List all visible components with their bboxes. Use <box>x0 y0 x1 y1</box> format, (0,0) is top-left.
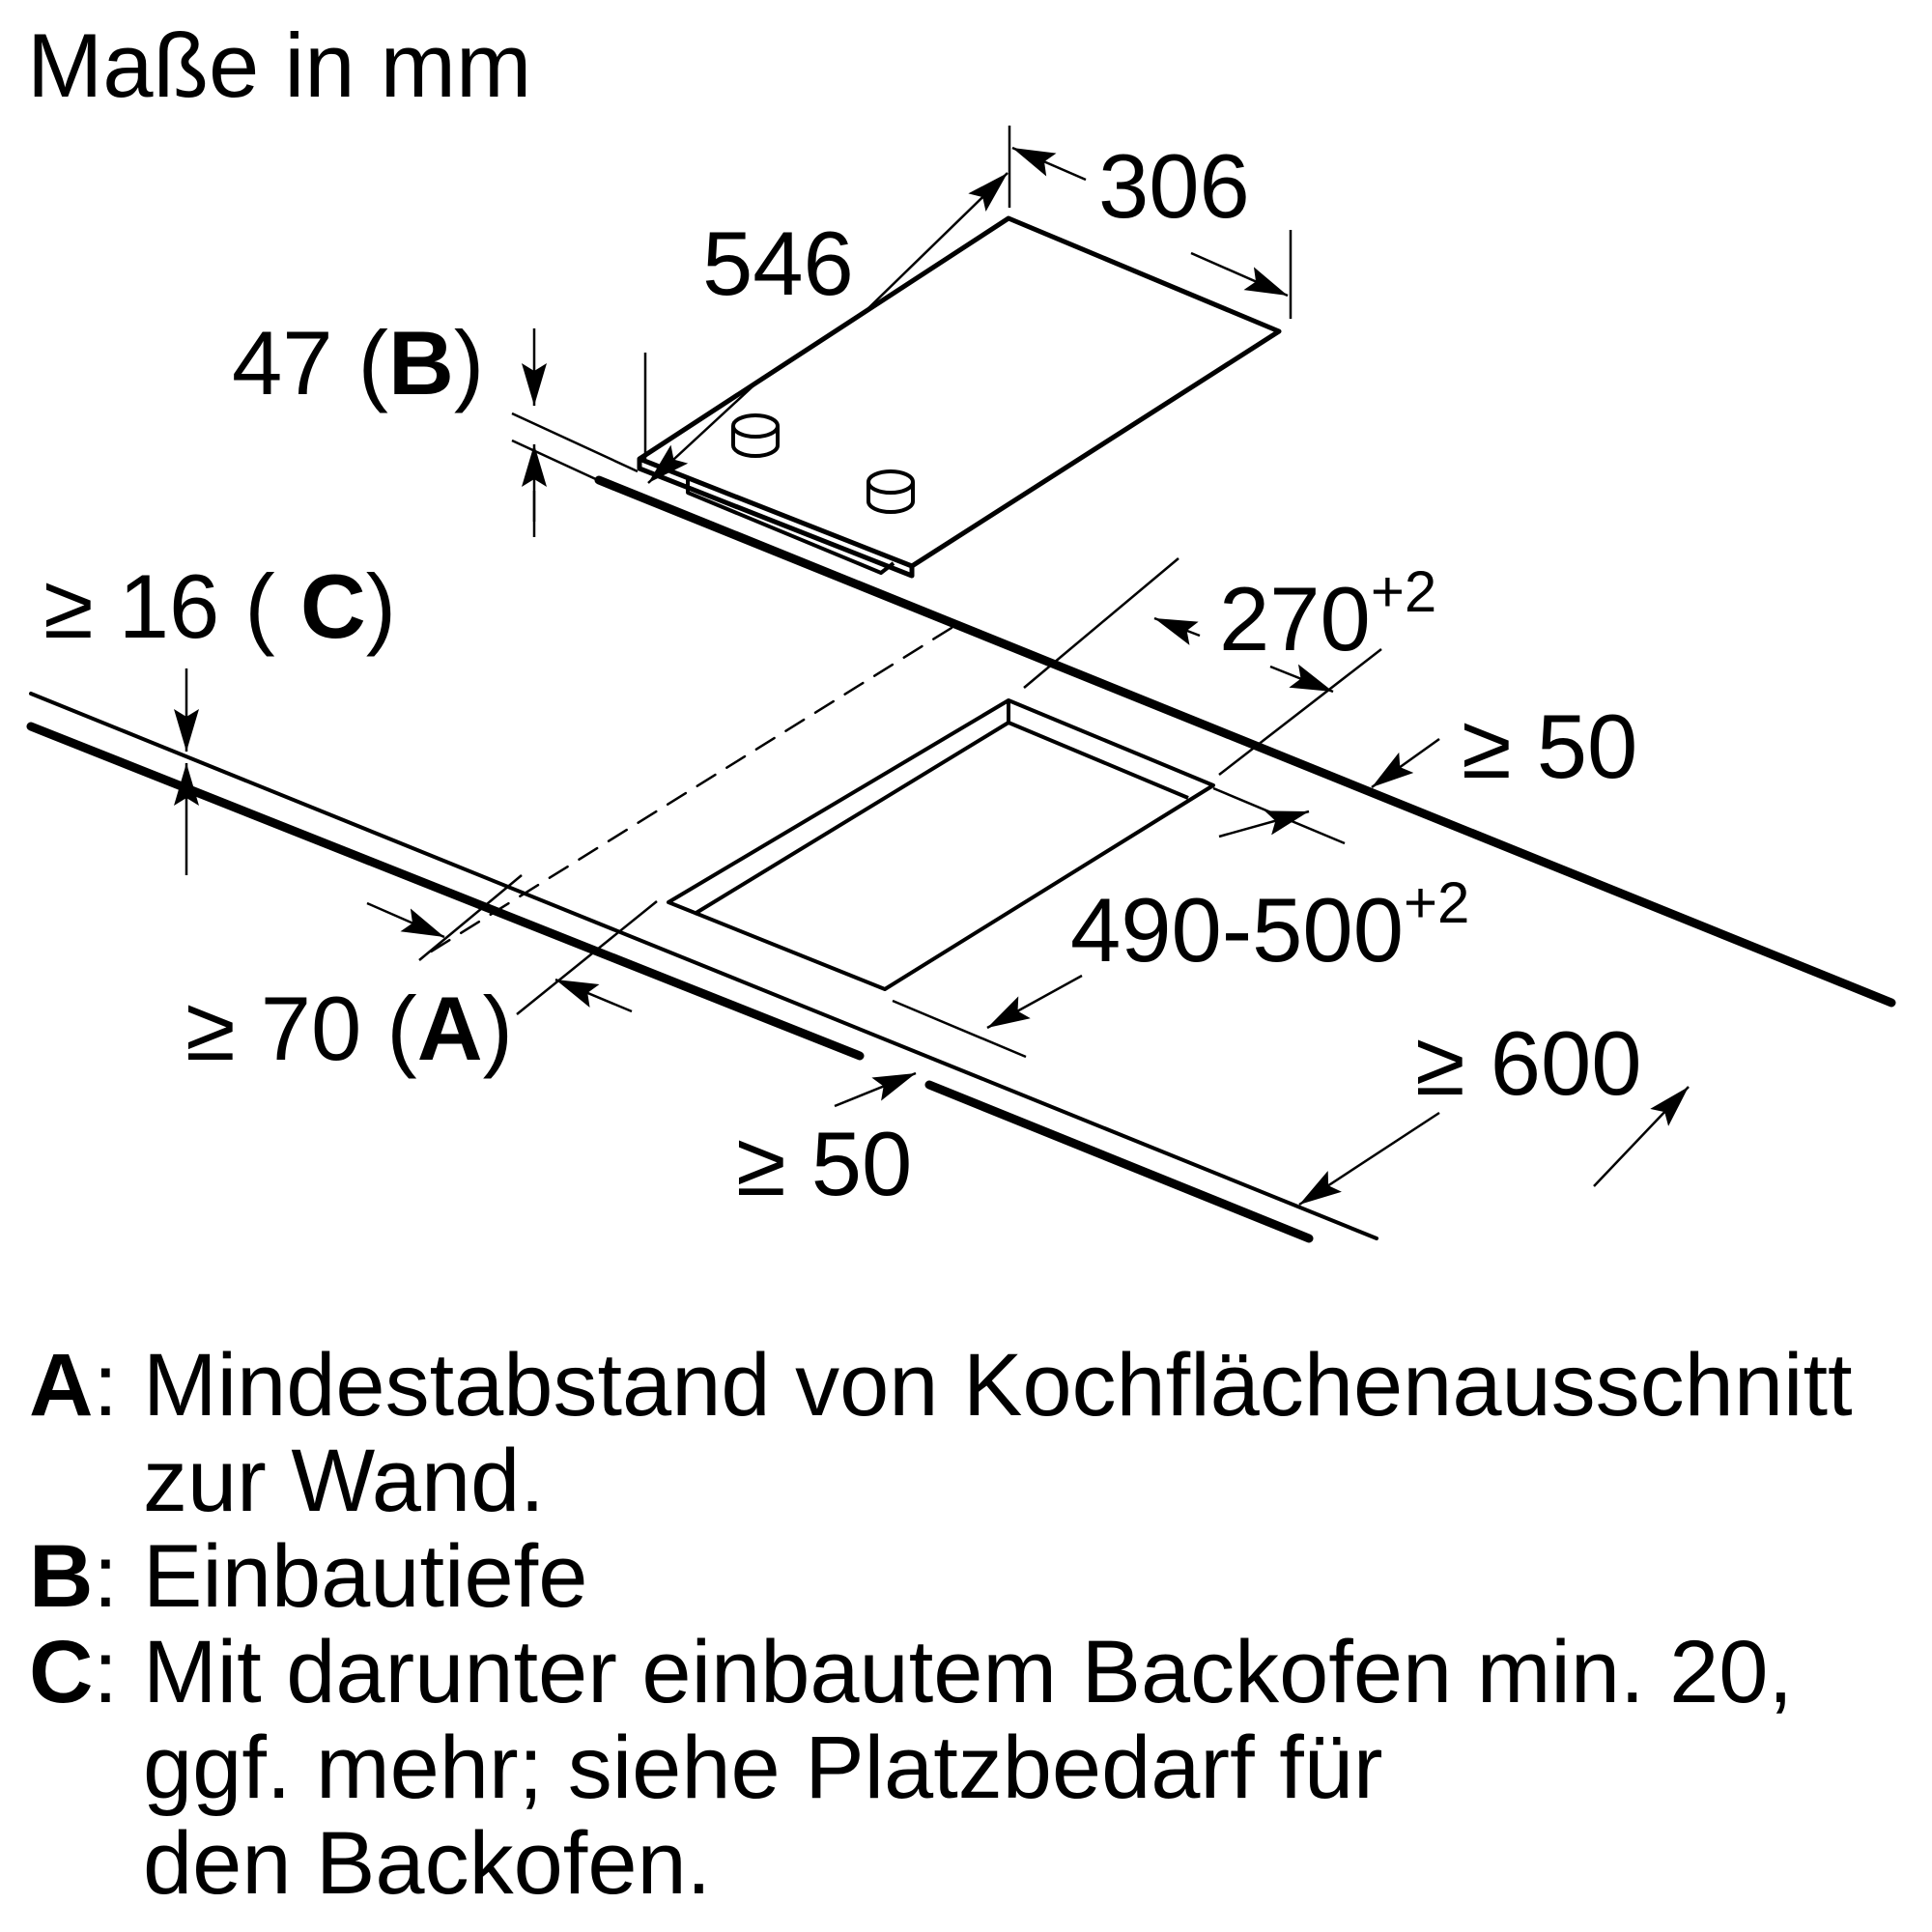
legend-text: Einbautiefe <box>143 1527 588 1626</box>
dim-cutout-depth: 490-500+2 <box>1070 870 1469 980</box>
dim-rear-clearance: ≥ 50 <box>1462 696 1637 797</box>
legend: A: Mindestabstand von Kochflächenausschn… <box>29 1338 1922 1912</box>
legend-text: den Backofen. <box>143 1814 712 1913</box>
dim-wall-distance: ≥ 70 (A) <box>185 978 513 1079</box>
dimension-lines <box>174 126 1690 1207</box>
legend-item-b: B: Einbautiefe <box>29 1529 1922 1625</box>
dim-install-depth: 47 (B) <box>232 312 484 413</box>
legend-key: B <box>29 1527 94 1626</box>
page-title: Maße in mm <box>27 14 531 116</box>
dim-cutout-width: 270+2 <box>1219 559 1436 669</box>
legend-key: A <box>29 1336 94 1435</box>
knob-icon <box>731 413 780 458</box>
knob-icon <box>867 469 915 514</box>
legend-item-a: A: Mindestabstand von Kochflächenausschn… <box>29 1338 1922 1529</box>
worktop-cutout <box>667 698 1215 991</box>
dim-hob-depth: 546 <box>702 213 854 314</box>
legend-item-c: C: Mit darunter einbautem Backofen min. … <box>29 1625 1922 1912</box>
legend-key: C <box>29 1623 94 1721</box>
legend-text: zur Wand. <box>143 1432 545 1530</box>
legend-text: Mindestabstand von Kochflächenausschnitt <box>143 1336 1853 1435</box>
dim-hob-width: 306 <box>1098 135 1250 237</box>
worktop <box>26 475 1896 1243</box>
dim-front-clearance: ≥ 50 <box>736 1113 912 1214</box>
dim-worktop-depth: ≥ 600 <box>1415 1012 1642 1114</box>
legend-text: Mit darunter einbautem Backofen min. 20, <box>143 1623 1794 1721</box>
dim-worktop-thickness: ≥ 16 ( C) <box>43 555 396 657</box>
legend-text: ggf. mehr; siehe Platzbedarf für <box>143 1719 1383 1817</box>
hob-appliance <box>637 215 1282 579</box>
